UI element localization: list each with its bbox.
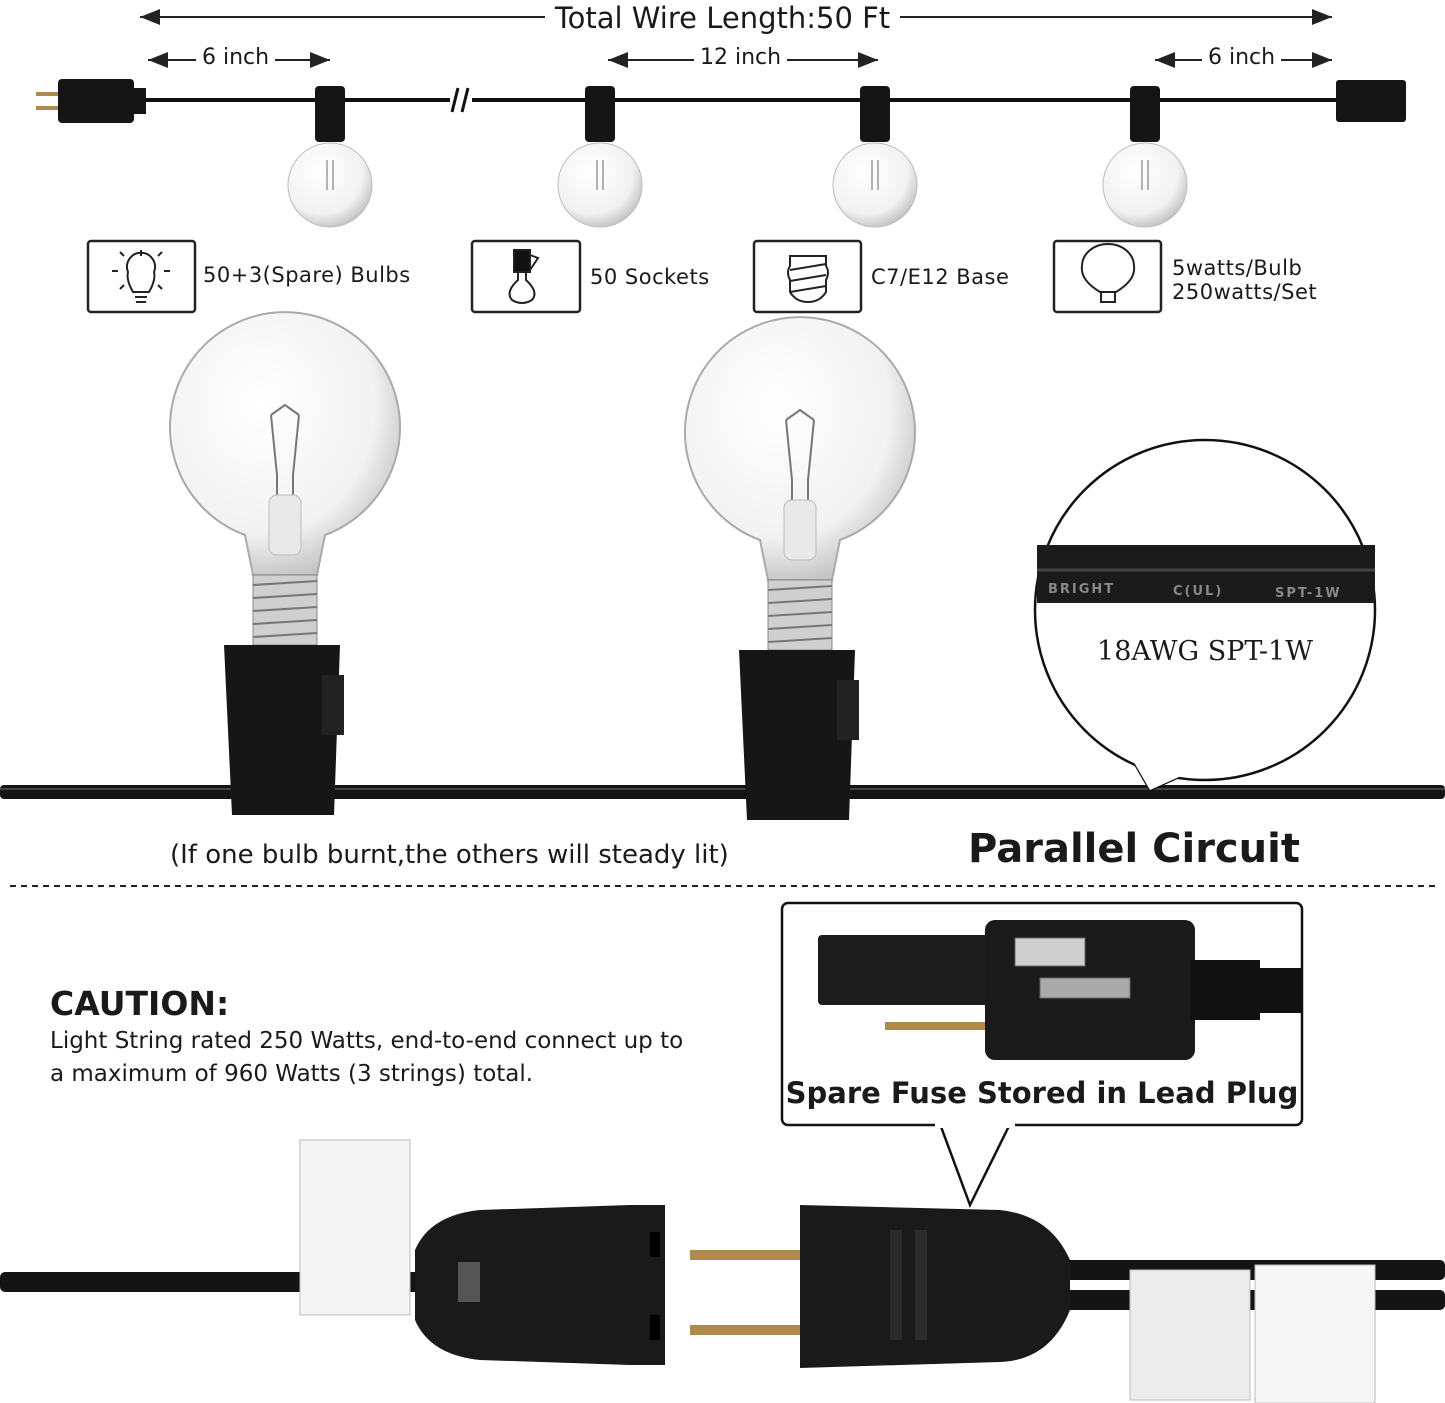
socket-bulb-icon: [508, 249, 540, 304]
female-plug: [415, 1205, 665, 1365]
caution-text: Light String rated 250 Watts, end-to-end…: [50, 1025, 683, 1091]
string-bulb: [287, 86, 373, 228]
cable-print-brand: BRIGHT: [1048, 582, 1116, 597]
string-bulb: [557, 86, 643, 228]
large-bulb: [169, 311, 401, 815]
fuse-callout-label: Spare Fuse Stored in Lead Plug: [785, 1076, 1299, 1110]
screw-base-icon: [787, 255, 829, 304]
middle-spacing-label: 12 inch: [694, 45, 788, 70]
total-length-label: Total Wire Length:50 Ft: [0, 0, 1445, 36]
string-bulb: [832, 86, 918, 228]
string-light-diagram: [36, 79, 1406, 228]
globe-bulb-icon: [1080, 243, 1136, 303]
large-bulb: [684, 316, 916, 820]
wire-callout: [1033, 438, 1377, 792]
set-wattage-label: 250watts/Set: [1172, 280, 1318, 304]
fuse-callout: [780, 901, 1304, 1209]
cable-print-type: SPT-1W: [1275, 586, 1342, 601]
left-spacing-label: 6 inch: [196, 45, 276, 70]
base-type-label: C7/E12 Base: [871, 265, 1010, 289]
parallel-circuit-photo: [0, 311, 1445, 820]
male-plug: [690, 1205, 1070, 1368]
parallel-circuit-title: Parallel Circuit: [968, 826, 1300, 872]
female-plug-icon: [1336, 80, 1406, 122]
bulb-wattage-label: 5watts/Bulb: [1172, 256, 1303, 280]
bulbs-count-label: 50+3(Spare) Bulbs: [203, 263, 411, 287]
parallel-note: (If one bulb burnt,the others will stead…: [170, 840, 729, 870]
caution-title: CAUTION:: [50, 984, 230, 1023]
caution-line-2: a maximum of 960 Watts (3 strings) total…: [50, 1061, 534, 1087]
cable-print-cert: C(UL): [1173, 584, 1224, 599]
male-plug-icon: [36, 79, 146, 123]
plug-connection-photo: [0, 1139, 1445, 1403]
feature-boxes: [86, 239, 1163, 314]
right-spacing-label: 6 inch: [1202, 45, 1282, 70]
sockets-count-label: 50 Sockets: [590, 265, 710, 289]
wire-gauge-label: 18AWG SPT-1W: [1097, 636, 1313, 667]
caution-line-1: Light String rated 250 Watts, end-to-end…: [50, 1028, 684, 1054]
string-bulb: [1102, 86, 1188, 228]
light-bulb-rays-icon: [112, 250, 170, 303]
